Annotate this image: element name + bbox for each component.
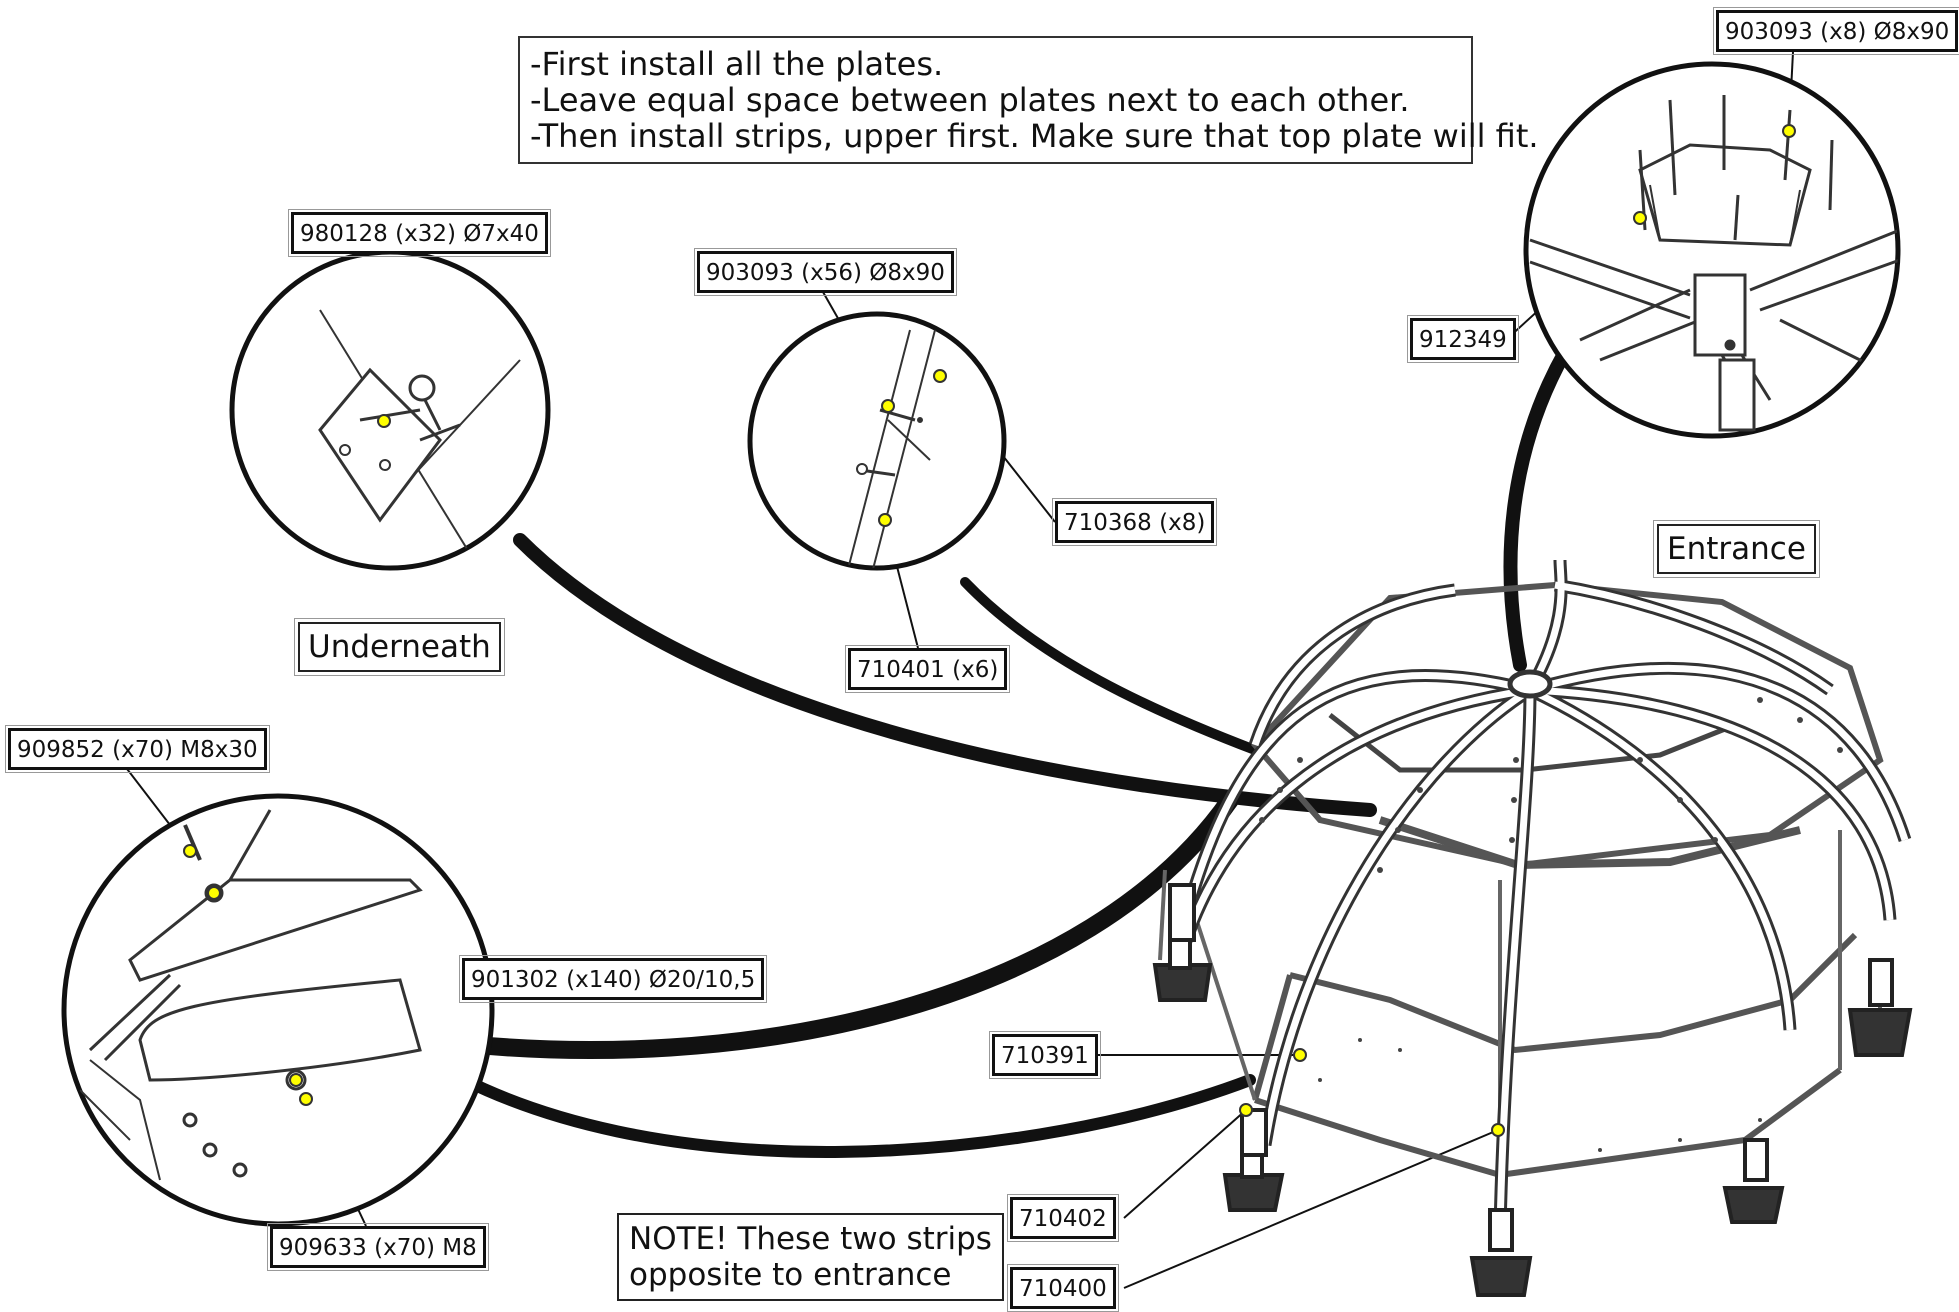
marker-bolt-mid (881, 399, 895, 413)
instruction-line-1: -First install all the plates. (530, 45, 944, 83)
detail-top-plate (1523, 61, 1901, 439)
marker-bolt-top (1782, 124, 1796, 138)
label-strip-a: 710402 (1007, 1194, 1119, 1242)
marker-bolt-left (183, 844, 197, 858)
instruction-line-3: -Then install strips, upper first. Make … (530, 117, 1539, 155)
label-strip-mid: 710368 (x8) (1051, 498, 1218, 546)
caption-underneath: Underneath (294, 618, 505, 676)
connector-left-upper (421, 791, 1239, 1059)
structure-markers (1239, 1048, 1505, 1137)
connector-underneath (513, 533, 1377, 817)
marker-strip-mid (933, 369, 947, 383)
marker-strip-b (1491, 1123, 1505, 1137)
marker-washer-lower (289, 1073, 303, 1087)
marker-nut (299, 1092, 313, 1106)
caption-entrance: Entrance (1653, 520, 1820, 578)
gazebo-frame (1152, 559, 1913, 1297)
note-line-1: NOTE! These two strips (629, 1221, 992, 1257)
marker-washer-upper (207, 886, 221, 900)
marker-strip-low (878, 513, 892, 527)
detail-connectors (414, 345, 1572, 1158)
connector-left-lower (414, 1049, 1256, 1158)
note-box: NOTE! These two strips opposite to entra… (617, 1213, 1004, 1301)
marker-plate-top (1633, 211, 1647, 225)
connector-top (1503, 345, 1572, 672)
instruction-line-2: -Leave equal space between plates next t… (530, 81, 1410, 119)
gazebo-feet (1152, 883, 1913, 1297)
marker-panel (1293, 1048, 1307, 1062)
detail-underneath (229, 249, 551, 571)
label-bolt-mid: 903093 (x56) Ø8x90 (694, 248, 957, 296)
label-bolt-top: 903093 (x8) Ø8x90 (1712, 7, 1959, 55)
connector-mid (960, 577, 1260, 755)
detail-mid-strip (747, 311, 1007, 571)
note-line-2: opposite to entrance (629, 1257, 952, 1293)
instructions-box: -First install all the plates. -Leave eq… (518, 36, 1539, 164)
label-panel: 710391 (989, 1031, 1101, 1079)
marker-strip-a (1239, 1103, 1253, 1117)
label-strip-b: 710400 (1007, 1264, 1119, 1312)
label-strip-low: 710401 (x6) (844, 645, 1011, 693)
label-washer: 901302 (x140) Ø20/10,5 (458, 955, 768, 1003)
label-screw-under: 980128 (x32) Ø7x40 (288, 209, 551, 257)
label-bolt-left: 909852 (x70) M8x30 (5, 725, 270, 773)
detail-left-bolt (61, 793, 495, 1227)
label-nut: 909633 (x70) M8 (267, 1223, 489, 1271)
marker-screw-under (377, 414, 391, 428)
label-plate-top: 912349 (1407, 315, 1519, 363)
